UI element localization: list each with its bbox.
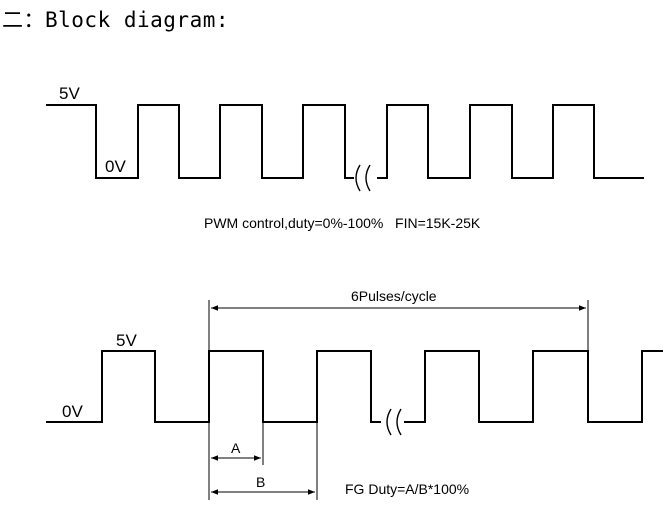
pwm-waveform	[46, 104, 644, 179]
pwm-waveform-group: 5V 0V PWM control,duty=0%-100% FIN=15K-2…	[46, 84, 644, 231]
fg-caption: FG Duty=A/B*100%	[345, 481, 469, 497]
fg-break-mark	[386, 408, 402, 436]
dimension-a-label: A	[231, 440, 241, 456]
fg-waveform	[46, 350, 663, 423]
dimension-b-label: B	[256, 474, 265, 490]
cycle-label: 6Pulses/cycle	[351, 288, 437, 304]
pwm-break-mark	[355, 164, 371, 192]
pwm-caption: PWM control,duty=0%-100% FIN=15K-25K	[204, 215, 481, 231]
fg-waveform-group: 6Pulses/cycle 5V 0V A B FG Duty=A/B*100%	[46, 288, 663, 500]
pwm-high-label: 5V	[59, 84, 80, 103]
fg-low-label: 0V	[62, 402, 83, 421]
page-heading: 二：Block diagram:	[2, 8, 230, 32]
pwm-low-label: 0V	[105, 157, 126, 176]
fg-high-label: 5V	[116, 331, 137, 350]
